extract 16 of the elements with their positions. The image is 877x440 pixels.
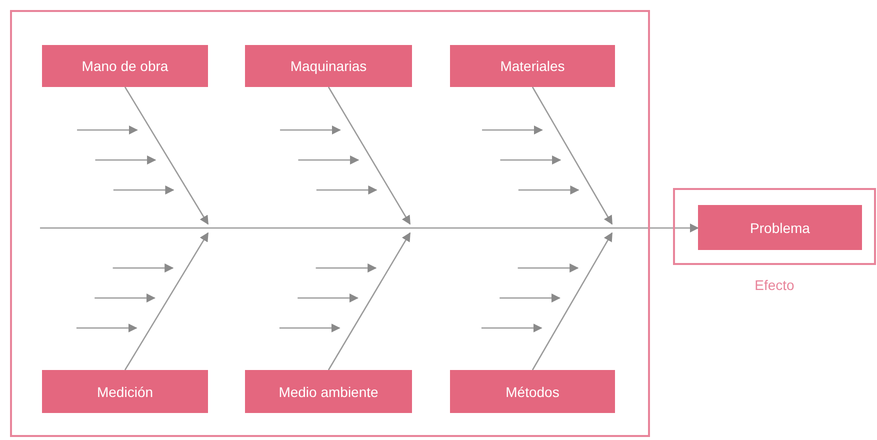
frame: [10, 10, 650, 437]
spine-arrow: [40, 223, 699, 233]
cause-box: Materiales: [450, 45, 615, 87]
cause-box: Mano de obra: [42, 45, 208, 87]
bone-arrow: [532, 86, 613, 225]
bone-arrow: [124, 232, 209, 370]
bone-arrow: [532, 232, 613, 370]
frame-heading: Efecto: [754, 277, 796, 293]
bone-arrow: [328, 232, 411, 370]
bone-arrow: [124, 86, 209, 225]
cause-box: Métodos: [450, 370, 615, 413]
cause-box: Medio ambiente: [245, 370, 412, 413]
cause-box: Medición: [42, 370, 208, 413]
bone-arrow: [328, 86, 411, 225]
effect-box: Problema: [698, 205, 862, 250]
cause-box: Maquinarias: [245, 45, 412, 87]
